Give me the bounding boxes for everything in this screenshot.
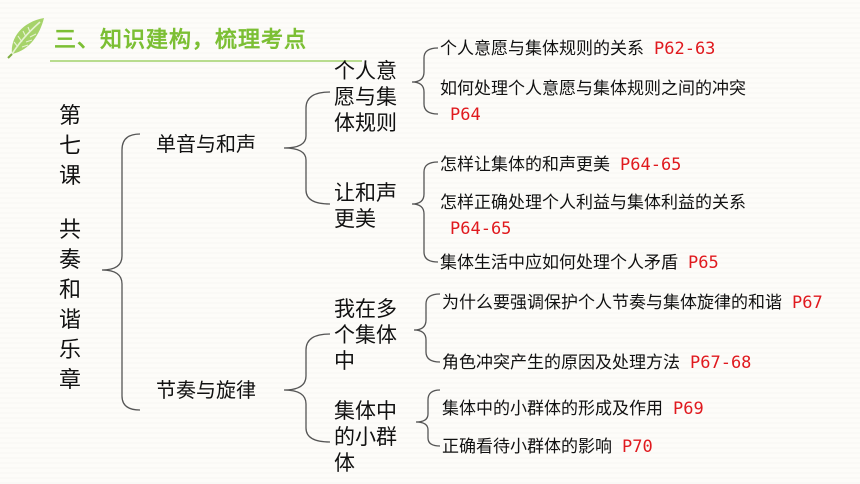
section-header: 三、知识建构，梳理考点 [4, 14, 384, 62]
section-title: 三、知识建构，梳理考点 [54, 28, 308, 53]
lesson-char: 第 [58, 104, 81, 129]
page-ref: P67 [792, 293, 823, 313]
list-item: 角色冲突产生的原因及处理方法 P67-68 [442, 350, 751, 376]
page-ref: P70 [622, 437, 653, 457]
page-ref: P64-65 [450, 219, 512, 239]
list-item: 集体中的小群体的形成及作用 P69 [442, 396, 704, 422]
item-text: 角色冲突产生的原因及处理方法 [442, 353, 680, 373]
list-item: 为什么要强调保护个人节奏与集体旋律的和谐 P67 [442, 290, 832, 316]
topic-rhythm-melody: 节奏与旋律 [156, 378, 256, 402]
item-text: 如何处理个人意愿与集体规则之间的冲突 [440, 79, 746, 99]
page-ref: P64 [450, 105, 481, 125]
topic-single-note-harmony: 单音与和声 [156, 132, 256, 156]
lesson-char: 和 [58, 278, 81, 303]
subtopic-personal-will: 个人意愿与集体规则 [334, 59, 397, 135]
lesson-char: 七 [58, 134, 81, 159]
lesson-gap [56, 192, 84, 216]
page-ref: P64-65 [620, 155, 682, 175]
list-item: 正确看待小群体的影响 P70 [442, 434, 653, 460]
lesson-title: 第 七 课 共 奏 和 谐 乐 章 [56, 102, 84, 396]
list-item: 如何处理个人意愿与集体规则之间的冲突 P64 [440, 76, 760, 128]
list-item: 怎样正确处理个人利益与集体利益的关系 P64-65 [440, 190, 760, 242]
page-ref: P65 [688, 253, 719, 273]
lesson-char: 共 [58, 218, 81, 243]
subtopic-better-harmony: 让和声更美 [334, 181, 397, 231]
item-text: 正确看待小群体的影响 [442, 437, 612, 457]
item-text: 集体中的小群体的形成及作用 [442, 399, 663, 419]
item-text: 个人意愿与集体规则的关系 [440, 39, 644, 59]
item-text: 为什么要强调保护个人节奏与集体旋律的和谐 [442, 293, 782, 313]
subtopic-multiple-groups: 我在多个集体中 [334, 297, 397, 373]
subtopic-small-groups: 集体中的小群体 [334, 399, 397, 475]
item-text: 怎样让集体的和声更美 [440, 155, 610, 175]
list-item: 集体生活中应如何处理个人矛盾 P65 [440, 250, 719, 276]
page-ref: P69 [673, 399, 704, 419]
page-ref: P62-63 [654, 39, 716, 59]
lesson-char: 奏 [58, 248, 81, 273]
item-text: 集体生活中应如何处理个人矛盾 [440, 253, 678, 273]
item-text: 怎样正确处理个人利益与集体利益的关系 [440, 193, 746, 213]
list-item: 个人意愿与集体规则的关系 P62-63 [440, 36, 715, 62]
header-underline [50, 60, 362, 62]
lesson-char: 乐 [58, 338, 81, 363]
lesson-char: 谐 [58, 308, 81, 333]
page-ref: P67-68 [690, 353, 752, 373]
lesson-char: 章 [58, 368, 81, 393]
leaf-icon [7, 18, 44, 59]
lesson-char: 课 [58, 164, 81, 189]
list-item: 怎样让集体的和声更美 P64-65 [440, 152, 681, 178]
